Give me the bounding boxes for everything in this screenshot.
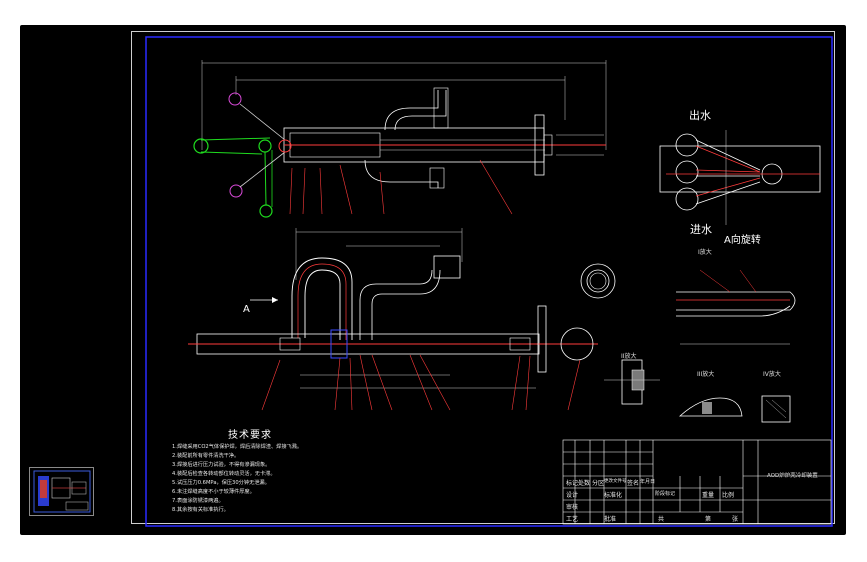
enlarge-label-2: II放大 xyxy=(621,353,637,360)
inlet-label: 进水 xyxy=(690,223,712,236)
tech-item: 7.表面涂防锈漆两遍。 xyxy=(172,498,224,504)
tb-date: 年月日 xyxy=(640,479,656,485)
tech-item: 8.其余按有关标准执行。 xyxy=(172,507,229,513)
tb-sheet-unit: 张 xyxy=(732,516,739,523)
tb-count: 处数 xyxy=(578,480,591,487)
tb-approve: 批准 xyxy=(604,516,617,523)
tb-sheets-total: 共 xyxy=(658,516,665,523)
tb-marking: 标记 xyxy=(566,480,579,487)
front-assembly-view xyxy=(188,228,598,411)
nozzle-top-view xyxy=(659,130,821,225)
tb-drawing-name: AOD炉炉壳冷却装置 xyxy=(767,473,818,479)
tb-design: 设计 xyxy=(566,492,579,499)
enlarge-label-1: I放大 xyxy=(698,249,712,256)
view-a-label: A xyxy=(243,304,250,315)
thumbnail-preview xyxy=(33,470,91,513)
tb-scale: 比例 xyxy=(722,492,735,499)
tb-process: 工艺 xyxy=(566,516,579,523)
tech-item: 6.未注焊缝高度不小于较薄件厚度。 xyxy=(172,489,255,495)
section-view-circle xyxy=(580,263,616,299)
title-block xyxy=(562,439,832,525)
tb-weight: 重量 xyxy=(702,492,715,499)
technical-requirements-title: 技术要求 xyxy=(228,430,272,441)
drawing-thumbnail[interactable] xyxy=(29,467,94,516)
tb-signature: 签名 xyxy=(627,480,640,487)
outlet-label: 出水 xyxy=(689,109,711,122)
tb-stage-mark: 阶段标记 xyxy=(655,491,676,497)
drawing-sheet xyxy=(131,31,835,524)
tb-review: 审核 xyxy=(566,504,579,511)
technical-requirements-list: 1.焊缝采用CO2气体保护焊，焊后清除焊渣、焊接飞溅。 2.装配前所有零件清洗干… xyxy=(172,443,302,515)
rotate-view-label: A向旋转 xyxy=(724,235,761,246)
tech-item: 5.试压压力0.6MPa，保压30分钟无泄漏。 xyxy=(172,480,270,486)
drawing-border xyxy=(145,36,833,527)
tb-zone: 分区 xyxy=(592,480,605,487)
top-assembly-view xyxy=(193,60,607,218)
tb-sheet-no: 第 xyxy=(705,516,712,523)
tech-item: 1.焊缝采用CO2气体保护焊，焊后清除焊渣、焊接飞溅。 xyxy=(172,444,303,450)
tech-item: 3.焊接后进行压力试验，不得有渗漏现象。 xyxy=(172,462,271,468)
tech-item: 2.装配前所有零件清洗干净。 xyxy=(172,453,240,459)
detail-view-2 xyxy=(604,359,660,405)
tech-item: 4.装配后检查各转动部位转动灵活，无卡滞。 xyxy=(172,471,276,477)
tb-change-doc: 更改文件号 xyxy=(604,479,627,484)
tb-standardization: 标准化 xyxy=(604,492,623,499)
enlarge-label-4: IV放大 xyxy=(763,371,781,378)
drawing-viewer-canvas[interactable] xyxy=(20,25,846,535)
enlarge-label-3: III放大 xyxy=(697,371,715,378)
detail-view-1 xyxy=(676,269,796,345)
detail-view-3-4 xyxy=(678,395,791,423)
